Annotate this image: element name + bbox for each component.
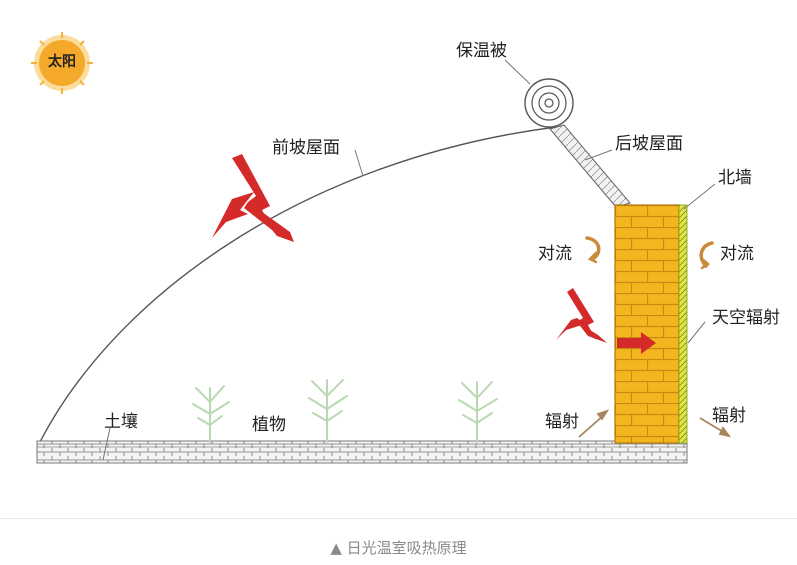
north-wall-label: 北墙 <box>718 168 752 188</box>
soil-label: 土壤 <box>104 412 138 432</box>
plant-icon <box>308 379 348 443</box>
sun-icon <box>31 32 93 94</box>
front-roof-label: 前坡屋面 <box>272 138 340 158</box>
radiation-arrow-left <box>578 409 610 438</box>
sun-label: 太阳 <box>48 54 76 70</box>
sky-radiation-label: 天空辐射 <box>712 308 780 328</box>
north-wall <box>614 204 680 444</box>
convection-right-label: 对流 <box>720 244 754 264</box>
plant-icon <box>458 381 498 443</box>
wall-insulation-layer <box>678 204 688 444</box>
back-roof-slab <box>549 124 631 208</box>
wall-radiation-arrow <box>556 288 656 354</box>
plant-icon <box>192 385 230 443</box>
leader-lines <box>102 59 716 461</box>
quilt-label: 保温被 <box>456 41 507 61</box>
back-roof-label: 后坡屋面 <box>615 134 683 154</box>
diagram-canvas <box>31 32 732 464</box>
plant-icons <box>192 379 498 443</box>
soil-strip <box>36 440 688 464</box>
radiation-left-label: 辐射 <box>545 412 579 432</box>
radiation-arrow-right <box>699 417 732 438</box>
convection-left-label: 对流 <box>538 244 572 264</box>
convection-arrow-left <box>585 236 601 264</box>
radiation-right-label: 辐射 <box>712 406 746 426</box>
plants-label: 植物 <box>252 415 286 435</box>
incoming-radiation-arrow <box>212 154 294 242</box>
caption-divider <box>0 518 797 519</box>
front-roof-arc <box>36 126 557 449</box>
greenhouse-diagram: 太阳 保温被 前坡屋面 后坡屋面 北墙 对流 对流 天空辐射 辐射 辐射 土壤 … <box>31 32 780 464</box>
insulation-quilt-icon <box>524 78 574 128</box>
convection-arrow-right <box>699 241 714 270</box>
figure-caption: ▲ 日光温室吸热原理 <box>330 539 467 557</box>
